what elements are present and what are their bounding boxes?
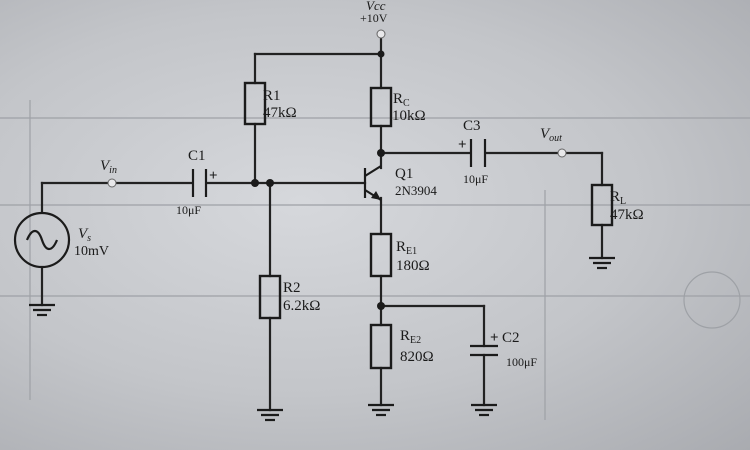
background-grid	[0, 100, 750, 420]
test-points	[107, 29, 567, 188]
vcc-name: Vcc	[366, 0, 386, 13]
c1-polarity: +	[209, 168, 218, 184]
ground-symbol-re2	[368, 403, 394, 417]
c3-name: C3	[463, 118, 481, 134]
vcc-value: +10V	[360, 11, 388, 25]
c3-value: 10μF	[463, 172, 488, 186]
c1-name: C1	[188, 148, 206, 164]
r2-name: R2	[283, 280, 301, 296]
r1-value: 47kΩ	[263, 105, 297, 121]
wires	[40, 36, 604, 412]
c1-value: 10μF	[176, 203, 201, 217]
capacitor-c3	[469, 139, 487, 167]
re2-value: 820Ω	[400, 349, 434, 365]
rc-value: 10kΩ	[392, 108, 426, 124]
resistor-rl	[590, 183, 614, 227]
vout-label: Vout	[540, 126, 562, 144]
labels: Vcc +10V R1 47kΩ RC 10kΩ C3 + 10μF Vout …	[74, 0, 644, 369]
r1-name: R1	[263, 88, 281, 104]
rl-value: 47kΩ	[610, 207, 644, 223]
rc-name: RC	[393, 91, 410, 109]
capacitor-c1	[191, 169, 208, 197]
ground-symbol-c2	[471, 403, 497, 417]
c2-polarity: +	[490, 330, 499, 346]
vs-value: 10mV	[74, 244, 109, 259]
c2-name: C2	[502, 330, 520, 346]
vs-name: Vs	[78, 226, 91, 244]
re1-name: RE1	[396, 239, 417, 257]
ac-source-vs	[13, 211, 71, 269]
resistor-re1	[369, 232, 393, 278]
resistor-r1	[243, 81, 267, 126]
q1-part: 2N3904	[395, 183, 437, 198]
c2-value: 100μF	[506, 355, 537, 369]
ground-symbols	[29, 256, 615, 422]
q1-name: Q1	[395, 166, 413, 182]
re1-value: 180Ω	[396, 258, 430, 274]
c3-polarity: +	[458, 137, 467, 153]
re2-name: RE2	[400, 328, 421, 346]
ground-symbol-r2	[257, 408, 283, 422]
resistor-r2	[258, 274, 282, 320]
ground-symbol-source	[29, 303, 55, 317]
transistor-q1	[363, 165, 382, 201]
capacitor-c2	[470, 344, 498, 357]
rl-name: RL	[610, 189, 626, 207]
junction-dots	[251, 50, 385, 310]
resistor-rc	[369, 86, 393, 128]
r2-value: 6.2kΩ	[283, 298, 320, 314]
vin-label: Vin	[100, 158, 117, 176]
ground-symbol-rl	[589, 256, 615, 270]
resistor-re2	[369, 323, 393, 370]
